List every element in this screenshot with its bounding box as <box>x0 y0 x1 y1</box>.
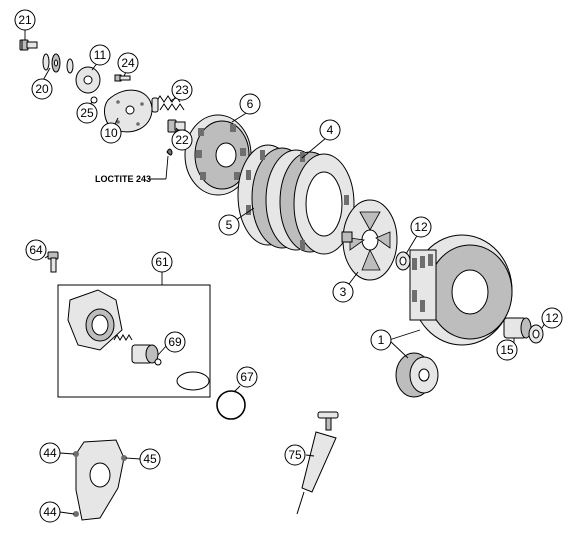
svg-text:15: 15 <box>500 343 514 357</box>
callout-20: 20 <box>31 78 53 100</box>
part-12-washer-lower <box>528 324 544 344</box>
callout-3: 3 <box>332 281 354 303</box>
svg-text:24: 24 <box>121 56 135 70</box>
callout-12-lower: 12 <box>541 307 563 329</box>
part-11-cap <box>75 66 101 94</box>
callout-15: 15 <box>496 339 518 361</box>
svg-text:5: 5 <box>226 218 233 232</box>
callout-11: 11 <box>89 44 111 66</box>
part-cover <box>73 439 127 521</box>
part-67-o-ring <box>216 390 246 420</box>
svg-text:4: 4 <box>327 123 334 137</box>
svg-text:6: 6 <box>247 97 254 111</box>
part-22-bolt <box>166 119 186 156</box>
callout-69: 69 <box>164 331 186 353</box>
callout-61: 61 <box>151 251 173 273</box>
part-24-screw <box>114 74 131 82</box>
callout-1: 1 <box>370 329 392 351</box>
svg-text:44: 44 <box>43 505 57 519</box>
callout-24: 24 <box>117 52 139 74</box>
svg-text:67: 67 <box>240 370 254 384</box>
svg-text:12: 12 <box>414 220 428 234</box>
callout-10: 10 <box>100 122 122 144</box>
callout-44-upper: 44 <box>39 442 61 464</box>
svg-text:69: 69 <box>168 335 182 349</box>
part-15-bushing <box>503 317 532 339</box>
svg-text:23: 23 <box>175 83 189 97</box>
callout-64: 64 <box>25 239 47 261</box>
svg-text:3: 3 <box>340 285 347 299</box>
part-6-clutch-hub <box>184 114 252 196</box>
callout-45: 45 <box>139 448 161 470</box>
callout-22: 22 <box>171 129 193 151</box>
svg-text:LOCTITE 243: LOCTITE 243 <box>95 174 151 184</box>
part-12-washer-upper <box>395 251 411 271</box>
callout-44-lower: 44 <box>39 501 61 523</box>
part-1-primary-gear <box>395 352 439 398</box>
svg-text:12: 12 <box>545 311 559 325</box>
callout-12-upper: 12 <box>410 216 432 238</box>
part-21-screw <box>19 39 38 51</box>
leader-lines <box>24 30 549 515</box>
callout-21: 21 <box>14 9 36 31</box>
svg-text:22: 22 <box>175 133 189 147</box>
svg-text:21: 21 <box>18 13 32 27</box>
svg-text:20: 20 <box>35 82 49 96</box>
svg-text:64: 64 <box>29 243 43 257</box>
part-basket-drum <box>409 234 513 346</box>
callout-4: 4 <box>319 119 341 141</box>
svg-text:61: 61 <box>155 255 169 269</box>
svg-text:11: 11 <box>94 48 107 62</box>
svg-text:1: 1 <box>378 333 385 347</box>
callout-67: 67 <box>236 366 258 388</box>
callout-75: 75 <box>284 444 306 466</box>
part-20-washer-set <box>42 53 74 74</box>
svg-text:10: 10 <box>104 126 118 140</box>
callout-23: 23 <box>171 79 193 101</box>
part-64-screw <box>47 251 59 273</box>
svg-text:45: 45 <box>143 452 157 466</box>
svg-text:44: 44 <box>43 446 57 460</box>
part-25-circlip <box>90 96 98 104</box>
part-75-syringe <box>296 411 339 515</box>
part-3-thrust-plate <box>341 199 398 281</box>
callout-6: 6 <box>239 93 261 115</box>
callout-5: 5 <box>218 214 240 236</box>
callout-25: 25 <box>76 102 98 124</box>
svg-text:25: 25 <box>80 106 94 120</box>
assembly-61-box <box>57 284 211 398</box>
part-4-clutch-plates <box>237 144 355 255</box>
loctite-note: LOCTITE 243 <box>95 174 151 184</box>
svg-text:75: 75 <box>288 448 302 462</box>
